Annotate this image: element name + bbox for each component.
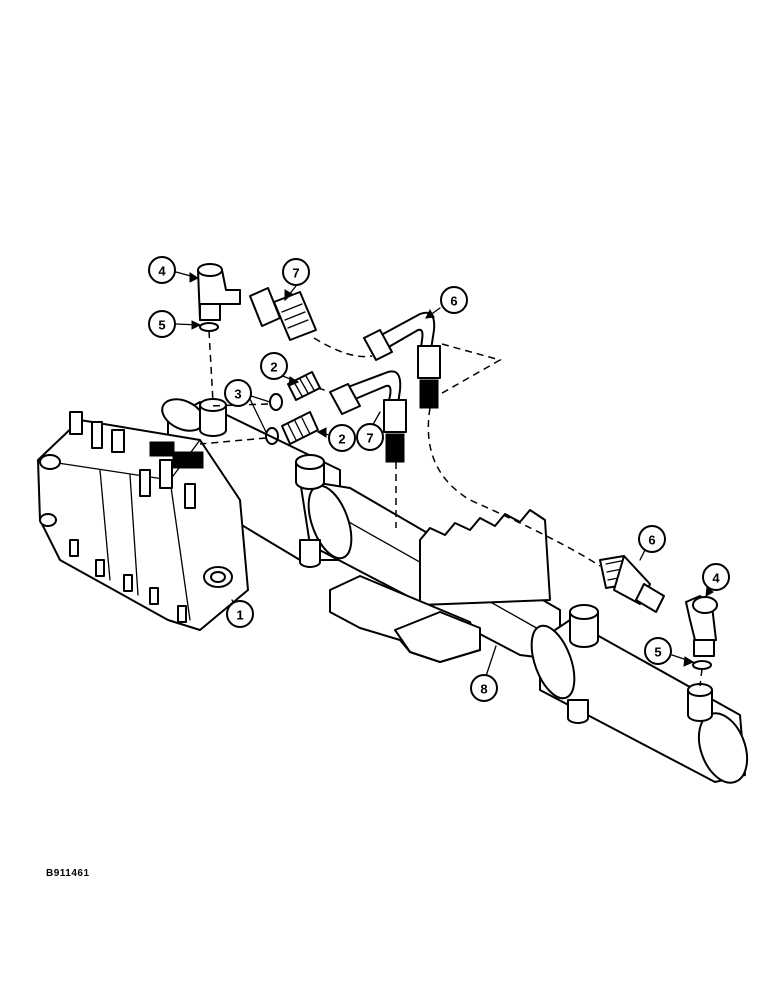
o-ring-right (692, 660, 712, 670)
callout-6-lower: 6 (638, 525, 666, 553)
svg-text:2: 2 (270, 360, 277, 375)
svg-text:6: 6 (450, 294, 457, 309)
callout-3: 3 (224, 379, 252, 407)
assembly-lines (199, 330, 703, 687)
svg-text:4: 4 (158, 264, 166, 279)
callout-8: 8 (470, 674, 498, 702)
hose-straight-lower (599, 555, 665, 613)
svg-text:7: 7 (366, 431, 373, 446)
svg-text:8: 8 (480, 682, 487, 697)
adapter-upper (287, 371, 321, 401)
callout-5-left: 5 (148, 310, 176, 338)
callout-4-right: 4 (702, 563, 730, 591)
svg-text:3: 3 (234, 387, 241, 402)
callout-2-lower: 2 (328, 424, 356, 452)
figure-id: B911461 (46, 868, 90, 879)
hose-bent-lower (329, 370, 407, 463)
elbow-fitting-right (685, 595, 718, 657)
svg-text:1: 1 (236, 608, 243, 623)
callouts: 1 2 2 3 4 4 5 5 (148, 256, 730, 702)
adapter-lower (281, 411, 319, 445)
hose-bent-upper (363, 311, 441, 409)
o-ring-lower (265, 427, 279, 445)
hose-upper (249, 287, 317, 341)
svg-text:4: 4 (712, 571, 720, 586)
callout-7-upper: 7 (282, 258, 310, 286)
steering-cylinder (161, 398, 749, 784)
callout-1: 1 (226, 600, 254, 628)
svg-text:5: 5 (654, 645, 661, 660)
control-valve (37, 411, 249, 631)
callout-7-lower: 7 (356, 423, 384, 451)
callout-4-left: 4 (148, 256, 176, 284)
callout-6-upper: 6 (440, 286, 468, 314)
svg-text:6: 6 (648, 533, 655, 548)
svg-text:5: 5 (158, 318, 165, 333)
o-ring-upper (269, 393, 283, 411)
svg-text:7: 7 (292, 266, 299, 281)
elbow-fitting-left (197, 263, 241, 321)
svg-text:2: 2 (338, 432, 345, 447)
callout-5-right: 5 (644, 637, 672, 665)
o-ring-left (199, 322, 219, 332)
callout-2-upper: 2 (260, 352, 288, 380)
